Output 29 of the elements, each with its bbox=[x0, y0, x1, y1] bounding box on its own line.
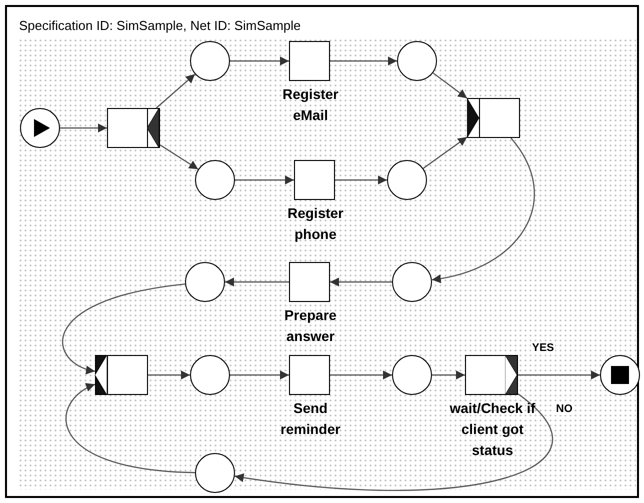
routing-task-box bbox=[95, 355, 148, 395]
arrow bbox=[330, 278, 392, 286]
task-label: Prepare answer bbox=[283, 306, 338, 346]
edge-label: YES bbox=[531, 343, 556, 354]
arrow bbox=[230, 370, 289, 380]
arrow bbox=[66, 384, 196, 474]
arrow bbox=[235, 176, 294, 184]
arrow bbox=[230, 56, 289, 66]
title: Specification ID: SimSample, Net ID: SimSample bbox=[19, 17, 301, 35]
arrow bbox=[330, 56, 397, 66]
arrow bbox=[148, 370, 190, 380]
routing-task-box bbox=[107, 108, 160, 148]
task-label: Send reminder bbox=[280, 399, 342, 439]
arrow bbox=[432, 138, 535, 283]
arrow bbox=[330, 370, 392, 380]
arrow bbox=[60, 124, 107, 132]
arrow bbox=[432, 370, 465, 380]
arrow bbox=[335, 176, 387, 184]
task-label: Register eMail bbox=[281, 85, 340, 125]
routing-task-box bbox=[467, 98, 520, 138]
arrow bbox=[156, 74, 196, 108]
arrow bbox=[518, 370, 600, 380]
edge-label: NO bbox=[555, 404, 574, 415]
task-label: Register phone bbox=[286, 204, 345, 244]
arrow bbox=[225, 278, 289, 286]
arrow bbox=[234, 393, 552, 491]
arrow bbox=[62, 283, 186, 374]
arrow bbox=[160, 144, 198, 170]
task-label: wait/Check if client got status bbox=[448, 399, 536, 460]
